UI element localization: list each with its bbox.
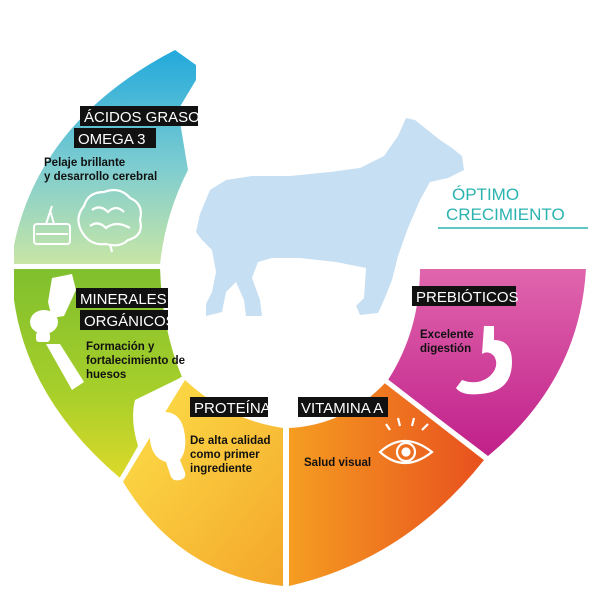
eye-icon — [378, 417, 434, 465]
omega-desc-line-2: y desarrollo cerebral — [44, 171, 157, 183]
vitamina-label: VITAMINA A — [301, 400, 383, 417]
omega-label-line-2: OMEGA 3 — [78, 131, 146, 148]
chicken-leg-icon — [149, 412, 186, 481]
omega-label-bg-1 — [80, 106, 198, 126]
prebioticos-desc-line-2: digestión — [420, 343, 471, 355]
stomach-icon — [456, 326, 512, 395]
omega-label-line-1: ÁCIDOS GRASOS — [84, 109, 210, 126]
segment-prebioticos — [388, 268, 586, 456]
minerales-label-bg-2 — [80, 310, 168, 330]
vitamina-label-bg — [298, 397, 388, 417]
proteina-desc-line-1: De alta calidad — [190, 435, 271, 447]
knee-bone-icon — [30, 274, 84, 390]
vitamina-desc: Salud visual — [304, 457, 371, 469]
segment-vitamina — [289, 383, 484, 586]
title-line-1: ÓPTIMO — [452, 185, 519, 204]
proteina-desc-line-3: ingrediente — [190, 463, 252, 475]
omega-label-bg-2 — [74, 128, 156, 148]
minerales-label-line-1: MINERALES — [80, 291, 167, 308]
segment-omega — [14, 50, 196, 265]
minerales-desc-line-2: fortalecimiento de — [86, 355, 185, 367]
title-line-2: CRECIMIENTO — [446, 205, 565, 224]
proteina-desc-line-2: como primer — [190, 449, 260, 461]
prebioticos-label: PREBIÓTICOS — [416, 289, 519, 306]
minerales-desc-line-1: Formación y — [86, 341, 155, 353]
minerales-label-line-2: ORGÁNICOS — [84, 313, 176, 330]
proteina-label: PROTEÍNA — [194, 400, 271, 417]
brain-icon — [77, 188, 142, 253]
omega-desc-line-1: Pelaje brillante — [44, 157, 125, 169]
hair-follicle-icon — [33, 205, 71, 245]
dog-silhouette — [196, 118, 464, 316]
prebioticos-desc-line-1: Excelente — [420, 329, 474, 341]
minerales-label-bg-1 — [76, 288, 168, 308]
minerales-desc-line-3: huesos — [86, 369, 126, 381]
proteina-label-bg — [190, 397, 268, 417]
prebioticos-label-bg — [412, 286, 516, 306]
